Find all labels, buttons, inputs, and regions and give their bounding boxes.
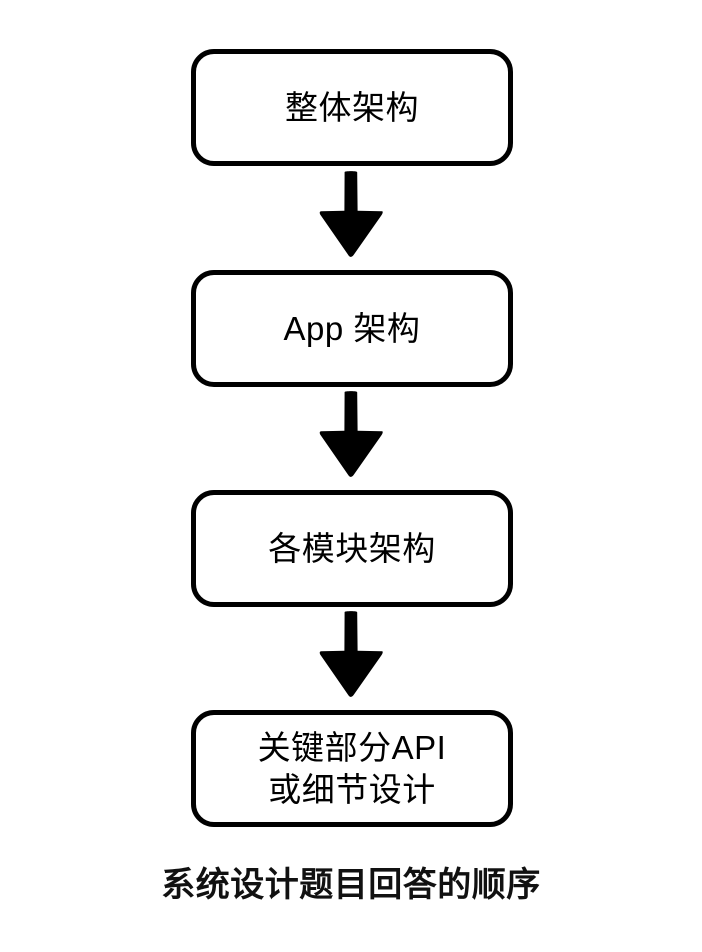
flow-node-module-architecture[interactable]: 各模块架构	[191, 490, 513, 607]
arrow-down-icon	[319, 610, 383, 698]
flow-node-label: App 架构	[283, 309, 421, 347]
flow-node-label: 各模块架构	[268, 529, 436, 567]
flow-node-label: 整体架构	[285, 88, 419, 126]
flow-node-overall-architecture[interactable]: 整体架构	[191, 49, 513, 166]
diagram-caption: 系统设计题目回答的顺序	[161, 866, 541, 904]
flow-node-key-api-detail-design[interactable]: 关键部分API 或细节设计	[191, 710, 513, 827]
flow-node-label: 关键部分API 或细节设计	[257, 728, 447, 808]
arrow-down-icon	[319, 390, 383, 478]
flow-node-app-architecture[interactable]: App 架构	[191, 270, 513, 387]
arrow-down-icon	[319, 170, 383, 258]
